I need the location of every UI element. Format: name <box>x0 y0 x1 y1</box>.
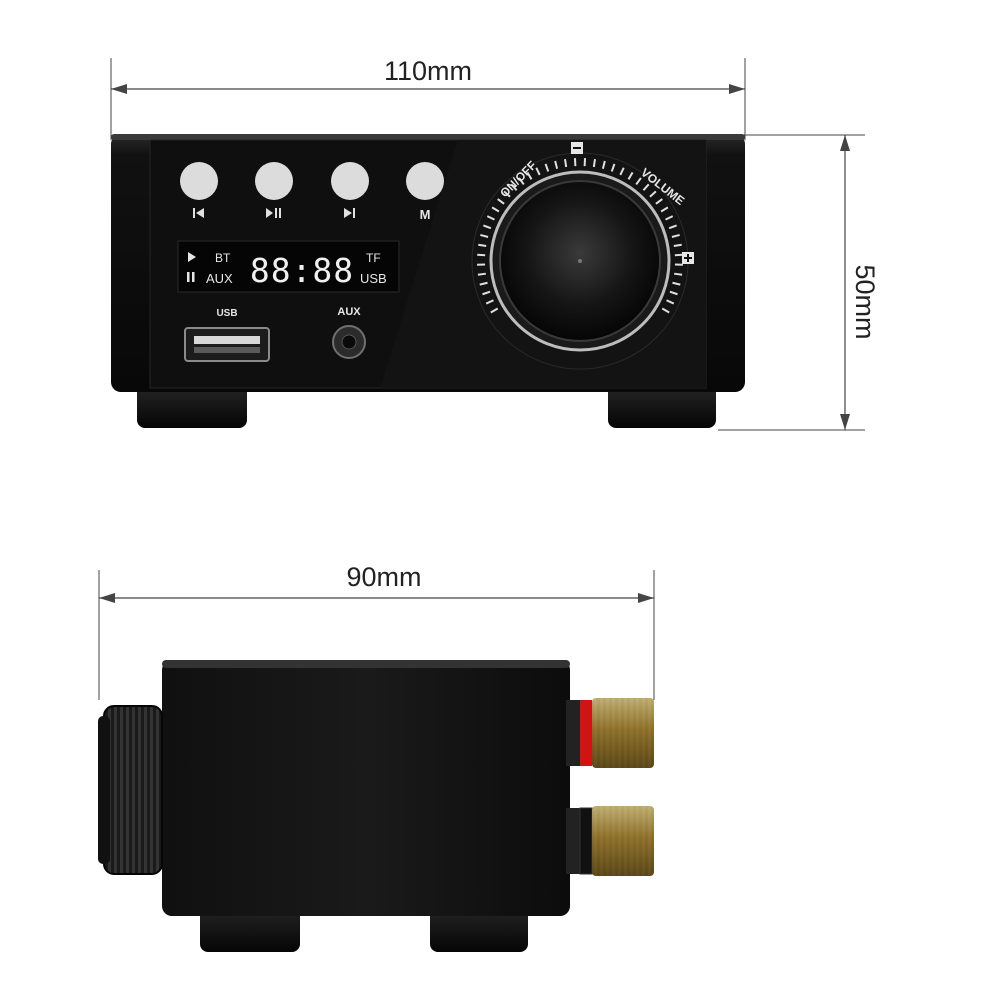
volume-tick <box>486 215 495 221</box>
display-digits: 88:88 <box>250 251 354 290</box>
volume-tick <box>671 233 680 238</box>
aux-jack: AUX <box>332 306 366 359</box>
volume-tick <box>665 215 674 221</box>
volume-tick <box>635 177 642 186</box>
height-label: 50mm <box>850 264 880 339</box>
width-dimension: 110mm <box>110 56 746 140</box>
play-pause-icon <box>266 208 281 218</box>
volume-tick <box>510 183 518 191</box>
volume-tick <box>478 243 487 248</box>
volume-tick <box>668 224 677 230</box>
volume-ticks <box>477 158 683 314</box>
volume-tick <box>485 299 494 305</box>
volume-tick <box>503 190 511 198</box>
display-usb: USB <box>360 271 387 286</box>
volume-tick <box>480 233 489 238</box>
depth-label: 90mm <box>346 562 421 592</box>
height-dimension: 50mm <box>718 134 880 431</box>
aux-jack-label: AUX <box>337 306 361 318</box>
volume-tick <box>610 163 616 172</box>
volume-tick <box>666 299 675 305</box>
volume-tick <box>660 206 669 213</box>
volume-tick <box>655 198 663 205</box>
volume-tick <box>564 158 568 168</box>
usb-port: USB <box>184 308 270 362</box>
display-bt: BT <box>215 251 231 265</box>
width-label: 110mm <box>384 56 472 86</box>
volume-tick <box>674 272 683 276</box>
volume-tick <box>672 281 681 286</box>
pause-indicator-icon <box>187 272 190 282</box>
skip-next-icon <box>344 208 355 218</box>
speaker-terminal-red <box>566 698 654 768</box>
volume-tick <box>482 290 491 296</box>
usb-port-label: USB <box>216 308 237 319</box>
depth-dimension: 90mm <box>98 562 655 700</box>
display-tf: TF <box>366 251 381 265</box>
play-pause-button[interactable] <box>255 162 293 200</box>
led-display: BT AUX 88:88 TF USB <box>177 240 400 293</box>
front-view: M BT AUX 88:88 TF USB USB AUX <box>111 134 745 428</box>
volume-tick <box>526 171 533 180</box>
volume-tick <box>661 307 670 314</box>
next-button[interactable] <box>331 162 369 200</box>
volume-tick <box>535 167 541 176</box>
speaker-terminal-black <box>566 806 654 876</box>
volume-tick <box>673 243 682 248</box>
volume-tick <box>669 290 678 296</box>
volume-tick <box>649 190 657 198</box>
volume-tick <box>642 183 650 191</box>
volume-tick <box>592 158 596 168</box>
volume-tick <box>490 307 499 314</box>
side-volume-knob <box>98 705 163 875</box>
volume-knob[interactable]: ON/OFF VOLUME <box>471 142 694 370</box>
prev-button[interactable] <box>180 162 218 200</box>
side-view <box>98 660 654 952</box>
volume-tick <box>544 163 550 172</box>
volume-tick <box>554 160 559 170</box>
skip-previous-icon <box>193 208 204 218</box>
volume-tick <box>491 206 500 213</box>
volume-tick <box>627 171 634 180</box>
display-aux: AUX <box>206 271 233 286</box>
volume-tick <box>479 281 488 286</box>
play-indicator-icon <box>188 252 196 262</box>
volume-tick <box>601 160 606 170</box>
mode-icon: M <box>420 207 431 222</box>
volume-tick <box>483 224 492 230</box>
volume-tick <box>518 177 525 186</box>
side-body <box>162 660 570 916</box>
volume-tick <box>477 272 486 276</box>
volume-tick <box>497 198 505 205</box>
control-buttons: M <box>180 162 444 222</box>
mode-button[interactable] <box>406 162 444 200</box>
volume-tick <box>619 167 625 176</box>
